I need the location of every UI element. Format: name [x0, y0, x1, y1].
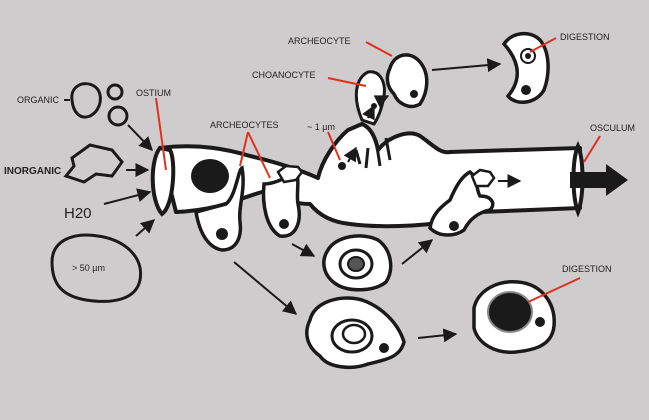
arrow-small-up — [343, 146, 357, 163]
archeocyte-right-nucleus — [449, 221, 459, 231]
archeocytes-label: ARCHEOCYTES — [210, 120, 279, 130]
inorganic-label: INORGANIC — [4, 166, 61, 177]
arrow-to-digestion-top — [431, 58, 502, 73]
choanocyte-collar — [354, 137, 392, 169]
inorganic-particle — [63, 143, 124, 184]
archeocyte-cell-1 — [194, 165, 245, 252]
digestion-top-particle — [525, 53, 531, 59]
flow-arrows — [233, 58, 522, 343]
archeocyte-top-nucleus — [410, 90, 418, 98]
inflow-arrow-large — [135, 219, 156, 237]
arrow-to-engulfing-cell — [233, 261, 298, 315]
vesicle-cell-particle — [347, 256, 365, 272]
archeocyte-2-nucleus — [279, 219, 289, 229]
digestion-bottom-label: DIGESTION — [562, 264, 612, 274]
digestion-top-label: DIGESTION — [560, 32, 610, 42]
arrow-to-digestion-bottom — [417, 328, 458, 343]
archeocyte-top-cell — [385, 53, 429, 109]
annotation-lines — [155, 37, 601, 303]
arrow-choanocyte-up — [362, 104, 375, 121]
organic-label: ORGANIC — [17, 95, 60, 105]
archeocyte-label: ARCHEOCYTE — [288, 36, 351, 46]
outflow-arrow — [570, 164, 628, 196]
arrow-to-vesicle-cell — [291, 243, 316, 257]
inorganic-particle-in-canal — [276, 164, 304, 184]
engulfing-cell-nucleus — [379, 343, 389, 353]
expelled-inorganic-particle — [470, 168, 496, 188]
large-particle — [50, 233, 143, 303]
organic-particle-small-2 — [107, 105, 129, 127]
inflow-arrow-organic — [127, 124, 153, 152]
food-particle-dark — [191, 159, 229, 193]
osculum-label: OSCULUM — [590, 123, 635, 133]
large-size-label: > 50 µm — [72, 263, 105, 273]
digestion-top-cell — [501, 31, 550, 104]
digestion-bottom-annotation-line — [527, 277, 581, 303]
archeocytes-annotation-line-1 — [239, 131, 249, 167]
h2o-label: H20 — [64, 205, 92, 222]
arrow-archeocyte-transfer — [373, 95, 390, 108]
engulfing-cell-particle — [341, 323, 367, 345]
ostium-opening — [150, 145, 176, 217]
archeocyte-annotation-line — [365, 41, 393, 57]
choanocyte-cell — [354, 70, 386, 126]
size-small-annotation-line — [327, 131, 341, 161]
archeocytes-annotation-line-2 — [247, 131, 271, 179]
digestion-top-annotation-line — [529, 37, 557, 53]
ostium-label: OSTIUM — [136, 88, 171, 98]
osculum-annotation-line — [583, 135, 601, 163]
inflow-arrows — [103, 124, 156, 237]
organic-particle-large — [70, 82, 102, 119]
size-small-label: ~ 1 µm — [307, 122, 335, 132]
organic-particles — [70, 82, 129, 127]
choanocyte-annotation-line — [327, 77, 367, 87]
digestion-bottom-vacuole — [488, 292, 532, 332]
choanocyte-label: CHOANOCYTE — [252, 70, 316, 80]
digestion-bottom-vacuole-ring — [487, 291, 533, 333]
digestion-top-nucleus — [521, 85, 531, 95]
ostium-annotation-line — [155, 97, 167, 171]
arrow-vesicle-to-archeocyte — [401, 239, 434, 265]
organic-particle-small-1 — [106, 83, 124, 101]
archeocyte-1-nucleus — [216, 228, 228, 240]
digestion-bottom-nucleus — [535, 317, 545, 327]
small-particle — [338, 162, 346, 170]
archeocyte-right-cell — [428, 169, 495, 237]
inflow-arrow-h2o — [103, 188, 152, 205]
